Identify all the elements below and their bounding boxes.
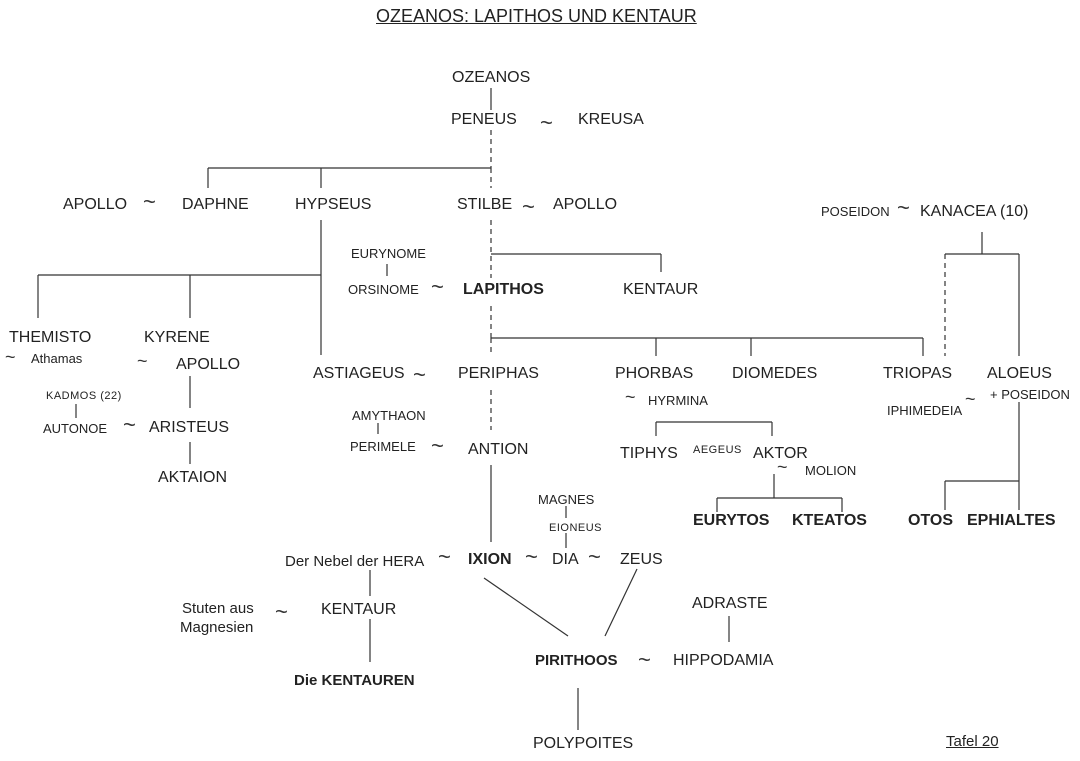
node-ephialtes: EPHIALTES — [967, 512, 1056, 529]
node-kteatos: KTEATOS — [792, 512, 867, 529]
union-symbol: ~ — [522, 194, 535, 219]
node-molion: MOLION — [805, 463, 857, 478]
node-lapithos: LAPITHOS — [463, 281, 544, 298]
node-peneus: PENEUS — [451, 111, 517, 128]
node-pirithoos: PIRITHOOS — [535, 652, 618, 669]
union-symbol: ~ — [965, 389, 976, 409]
node-tiphys: TIPHYS — [620, 445, 678, 462]
node-polypoites: POLYPOITES — [533, 735, 634, 752]
chart-title: OZEANOS: LAPITHOS UND KENTAUR — [376, 6, 697, 26]
union-symbol: ~ — [438, 544, 451, 569]
node-kentaur: KENTAUR — [321, 601, 397, 618]
union-symbol: ~ — [525, 544, 538, 569]
union-symbol: ~ — [897, 195, 910, 220]
node-magnesien: Magnesien — [180, 619, 254, 636]
node-aktaion: AKTAION — [158, 469, 228, 486]
node-zeus: ZEUS — [620, 551, 663, 568]
union-symbol: ~ — [431, 274, 444, 299]
node-otos: OTOS — [908, 512, 954, 529]
node-astiageus: ASTIAGEUS — [313, 365, 405, 382]
node-athamas: Athamas — [31, 351, 83, 366]
node-diomedes: DIOMEDES — [732, 365, 818, 382]
node-magnes: MAGNES — [538, 492, 595, 507]
node-dia: DIA — [552, 551, 579, 568]
node-eioneus: EIONEUS — [549, 522, 603, 534]
node-orsinome: ORSINOME — [348, 282, 419, 297]
node-iphimedeia: IPHIMEDEIA — [887, 403, 963, 418]
node-aegeus: AEGEUS — [693, 444, 742, 456]
node-stuten-aus: Stuten aus — [182, 600, 254, 617]
node-ozeanos: OZEANOS — [452, 69, 531, 86]
node-kanacea: KANACEA (10) — [920, 203, 1029, 220]
node-triopas: TRIOPAS — [883, 365, 953, 382]
node-antion: ANTION — [468, 441, 529, 458]
plate-label: Tafel 20 — [946, 733, 999, 750]
node-adraste: ADRASTE — [692, 595, 768, 612]
node-aristeus: ARISTEUS — [149, 419, 230, 436]
union-symbol: ~ — [143, 189, 156, 214]
node-kyrene: KYRENE — [144, 329, 210, 346]
union-symbol: ~ — [540, 110, 553, 135]
node-perimele: PERIMELE — [350, 439, 416, 454]
node-aloeus: ALOEUS — [987, 365, 1052, 382]
node-apollo: APOLLO — [176, 356, 241, 373]
union-symbol: ~ — [625, 387, 636, 407]
node-poseidon: + POSEIDON — [990, 387, 1070, 402]
node-apollo: APOLLO — [63, 196, 128, 213]
node-periphas: PERIPHAS — [458, 365, 539, 382]
node-phorbas: PHORBAS — [615, 365, 694, 382]
node-kreusa: KREUSA — [578, 111, 644, 128]
node-aktor: AKTOR — [753, 445, 808, 462]
node-themisto: THEMISTO — [9, 329, 92, 346]
union-symbol: ~ — [588, 544, 601, 569]
union-symbol: ~ — [638, 647, 651, 672]
node-die-kentauren: Die KENTAUREN — [294, 672, 415, 689]
union-symbol: ~ — [5, 347, 16, 367]
node-nebel-der-hera: Der Nebel der HERA — [285, 553, 425, 570]
union-symbol: ~ — [275, 599, 288, 624]
node-kentaur: KENTAUR — [623, 281, 699, 298]
union-symbol: ~ — [431, 433, 444, 458]
node-kadmos: KADMOS (22) — [46, 390, 122, 402]
union-symbol: ~ — [137, 351, 148, 371]
union-symbol: ~ — [413, 362, 426, 387]
node-hypseus: HYPSEUS — [295, 196, 372, 213]
node-hippodamia: HIPPODAMIA — [673, 652, 774, 669]
node-amythaon: AMYTHAON — [352, 408, 426, 423]
node-apollo: APOLLO — [553, 196, 618, 213]
node-eurynome: EURYNOME — [351, 246, 426, 261]
node-daphne: DAPHNE — [182, 196, 249, 213]
node-hyrmina: HYRMINA — [648, 393, 708, 408]
union-symbol: ~ — [777, 457, 788, 477]
node-stilbe: STILBE — [457, 196, 513, 213]
node-autonoe: AUTONOE — [43, 421, 108, 436]
node-poseidon: POSEIDON — [821, 204, 890, 219]
node-ixion: IXION — [468, 551, 512, 568]
node-eurytos: EURYTOS — [693, 512, 770, 529]
union-symbol: ~ — [123, 412, 136, 437]
